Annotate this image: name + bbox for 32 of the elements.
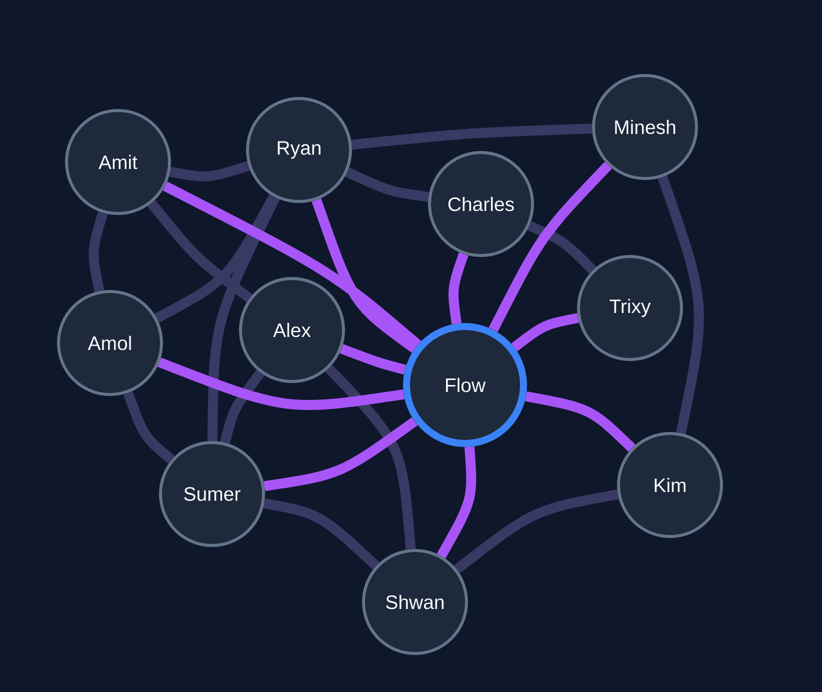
link-line	[658, 175, 704, 434]
circle-node: Kim	[617, 432, 723, 538]
link-line	[448, 252, 468, 324]
circle-node: Amit	[65, 109, 171, 215]
circle-node: Trixy	[577, 255, 683, 361]
circle-node: Shwan	[362, 549, 468, 655]
link-line	[263, 498, 380, 570]
link-line	[351, 124, 592, 150]
link-line	[345, 168, 430, 202]
link-line	[312, 198, 418, 353]
link-line	[147, 200, 253, 302]
link-line	[527, 221, 596, 274]
link-line	[207, 195, 280, 442]
circle-node: Alex	[239, 277, 345, 383]
circle-node: Sumer	[159, 441, 265, 547]
link-line	[340, 344, 406, 375]
link-line	[88, 211, 108, 292]
circle-node: Amol	[57, 290, 163, 396]
link-line	[436, 446, 476, 558]
link-line	[158, 358, 404, 410]
circle-node: Ryan	[246, 97, 352, 203]
link-line	[123, 391, 175, 464]
link-line	[325, 364, 416, 550]
link-line	[488, 162, 612, 332]
link-line	[525, 391, 636, 452]
circle-node: Minesh	[592, 74, 698, 180]
circle-node: Charles	[428, 151, 534, 257]
link-line	[169, 161, 250, 182]
link-line	[454, 489, 619, 574]
circle-node: Flow	[403, 323, 527, 447]
link-line	[220, 370, 264, 444]
link-line	[511, 313, 579, 352]
